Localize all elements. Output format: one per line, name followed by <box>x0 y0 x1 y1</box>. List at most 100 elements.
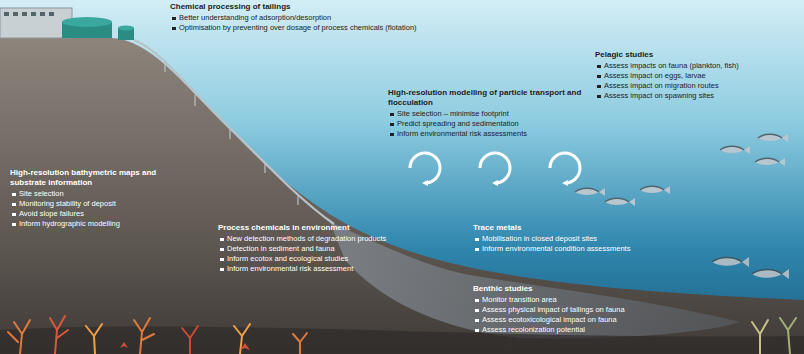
illustration-part <box>755 158 785 166</box>
illustration-part <box>758 134 782 138</box>
illustration-part <box>755 158 785 166</box>
bullet-row: New detection methods of degradation pro… <box>218 234 418 244</box>
bullet-mark <box>390 123 394 127</box>
seabed-slope <box>0 38 804 354</box>
bullet-text: Optimisation by preventing over dosage o… <box>179 23 417 32</box>
bullet-text: Inform ecotox and ecological studies <box>227 254 348 263</box>
illustration-part <box>22 12 27 16</box>
bullet-mark <box>597 85 601 89</box>
illustration-part <box>410 153 440 183</box>
bullet-mark <box>475 299 479 303</box>
bullet-mark <box>597 95 601 99</box>
section-heading: Chemical processing of tailings <box>170 2 450 12</box>
illustration-part <box>758 134 788 142</box>
bullet-text: Monitoring stability of deposit <box>19 199 116 208</box>
bullet-mark <box>390 113 394 117</box>
bullet-row: Inform hydrographic modelling <box>10 219 180 229</box>
bullet-text: Assess impact on migration routes <box>604 81 719 90</box>
illustration-part <box>720 146 750 154</box>
illustration-part <box>640 186 664 190</box>
illustration-part <box>49 12 54 16</box>
illustration-part <box>293 333 307 354</box>
illustration-part <box>758 134 788 142</box>
small-tank-top <box>118 26 134 31</box>
bullet-mark <box>12 223 16 227</box>
section-heading: Pelagic studies <box>595 50 795 60</box>
bullet-row: Site selection <box>10 189 180 199</box>
illustration-part <box>31 12 36 16</box>
bullet-row: Assess recolonization potential <box>473 325 673 335</box>
bullet-mark <box>475 319 479 323</box>
bullet-row: Monitoring stability of deposit <box>10 199 180 209</box>
bullet-row: Inform environmental risk assessment <box>218 264 418 274</box>
illustration-part <box>755 158 779 162</box>
illustration-part <box>712 257 749 267</box>
illustration-part <box>297 196 298 205</box>
bullet-text: Inform environmental risk assessments <box>397 129 527 138</box>
section-heading: Trace metals <box>473 223 683 233</box>
annotation-group: Pelagic studiesAssess impacts on fauna (… <box>595 50 795 101</box>
illustration-part <box>712 257 749 267</box>
bullet-text: Mobilisation in closed deposit sites <box>482 234 597 243</box>
illustration-part <box>712 258 742 263</box>
illustration-part <box>752 270 782 275</box>
illustration-part <box>550 153 580 183</box>
bullet-text: Inform environmental risk assessment <box>227 264 353 273</box>
illustration-part <box>605 198 635 206</box>
illustration-part <box>13 12 18 16</box>
illustration-part <box>480 153 510 183</box>
illustration-part <box>182 326 198 354</box>
bullet-row: Assess impacts on fauna (plankton, fish) <box>595 61 795 71</box>
seafloor <box>0 326 804 354</box>
annotation-group: High-resolution modelling of particle tr… <box>388 88 603 139</box>
bullet-mark <box>220 238 224 242</box>
bullet-mark <box>475 248 479 252</box>
annotation-group: Trace metalsMobilisation in closed depos… <box>473 223 683 254</box>
illustration-part <box>575 188 605 196</box>
bullet-row: Inform environmental condition assessmen… <box>473 244 683 254</box>
bullet-row: Optimisation by preventing over dosage o… <box>170 23 450 33</box>
bullet-mark <box>220 258 224 262</box>
bullet-row: Mobilisation in closed deposit sites <box>473 234 683 244</box>
bullet-text: Inform hydrographic modelling <box>19 219 120 228</box>
illustration-part <box>575 188 599 192</box>
annotation-group: Benthic studiesMonitor transition areaAs… <box>473 284 673 335</box>
bullet-mark <box>172 17 176 21</box>
tailings-plume <box>330 222 740 338</box>
bullet-text: Site selection <box>19 189 64 198</box>
fish-school <box>575 134 789 279</box>
illustration-part <box>752 269 789 279</box>
bullet-mark <box>475 238 479 242</box>
bullet-row: Assess impact on migration routes <box>595 81 795 91</box>
bullet-text: Better understanding of adsorption/desor… <box>179 13 331 22</box>
annotation-group: High-resolution bathymetric maps and sub… <box>10 168 180 229</box>
discharge-pipe <box>134 40 334 224</box>
bullet-mark <box>12 203 16 207</box>
bullet-text: Monitor transition area <box>482 295 557 304</box>
illustration-part <box>575 188 605 196</box>
illustration-part <box>86 324 102 354</box>
bullet-row: Inform ecotox and ecological studies <box>218 254 418 264</box>
illustration-part <box>234 324 250 354</box>
bullet-row: Predict spreading and sedimentation <box>388 119 603 129</box>
bullet-text: Site selection – minimise footprint <box>397 109 509 118</box>
bullet-mark <box>390 133 394 137</box>
bullet-mark <box>220 268 224 272</box>
bullet-text: New detection methods of degradation pro… <box>227 234 386 243</box>
bullet-row: Inform environmental risk assessments <box>388 129 603 139</box>
illustration-part <box>50 316 68 354</box>
illustration-part <box>229 128 230 139</box>
illustration-part <box>4 12 9 16</box>
bullet-text: Predict spreading and sedimentation <box>397 119 519 128</box>
starfish <box>120 342 250 350</box>
corals <box>8 316 796 354</box>
bullet-row: Better understanding of adsorption/desor… <box>170 13 450 23</box>
bullet-row: Detection in sediment and fauna <box>218 244 418 254</box>
bullet-text: Avoid slope failures <box>19 209 84 218</box>
bullet-mark <box>597 65 601 69</box>
bullet-row: Assess physical impact of tailings on fa… <box>473 305 673 315</box>
illustration-part <box>720 146 750 154</box>
illustration-part <box>40 12 45 16</box>
